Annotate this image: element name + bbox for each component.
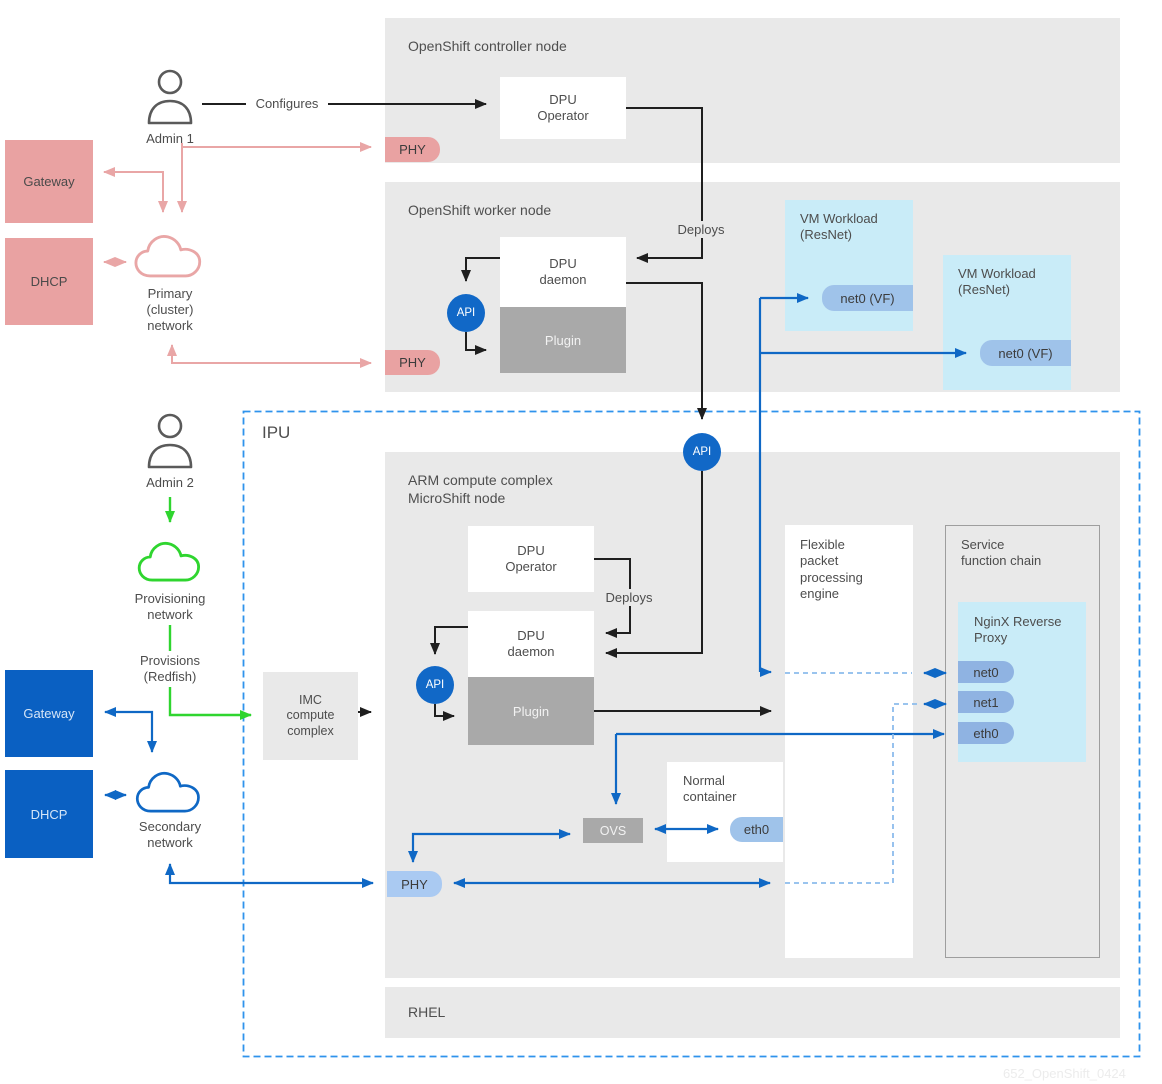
openshift-controller-node-box: OpenShift controller node DPU Operator P… bbox=[385, 18, 1120, 163]
secondary-phy-link bbox=[165, 863, 374, 888]
gateway-pink-box: Gateway bbox=[5, 140, 93, 223]
rhel-box: RHEL bbox=[385, 987, 1120, 1038]
imc-compute-complex-box: IMC compute complex bbox=[263, 672, 358, 760]
worker-node-title: OpenShift worker node bbox=[408, 202, 552, 218]
ovs-box: OVS bbox=[583, 818, 643, 843]
worker-dpu-daemon-box: DPU daemon bbox=[500, 237, 626, 307]
sfc-title: Service function chain bbox=[961, 537, 1042, 569]
arm-dpu-daemon-box: DPU daemon bbox=[468, 611, 594, 677]
secondary-network-icon bbox=[135, 771, 200, 813]
admin2-label: Admin 2 bbox=[146, 475, 194, 490]
watermark: 652_OpenShift_0424 bbox=[1003, 1066, 1126, 1081]
controller-dpu-operator-box: DPU Operator bbox=[500, 77, 626, 139]
ipu-label: IPU bbox=[262, 423, 291, 442]
deploys-label-arm: Deploys bbox=[600, 589, 658, 606]
primary-network-icon bbox=[134, 235, 202, 278]
vm-workload-2-title: VM Workload (ResNet) bbox=[958, 266, 1036, 298]
sfc-net0-tag: net0 bbox=[958, 661, 1014, 683]
sfc-eth0-tag: eth0 bbox=[958, 722, 1014, 744]
vm-workload-2-box: VM Workload (ResNet) net0 (VF) bbox=[943, 255, 1071, 390]
ipu-phy-tag: PHY bbox=[387, 871, 442, 897]
sfc-net1-tag: net1 bbox=[958, 691, 1014, 713]
arm-title: ARM compute complex MicroShift node bbox=[408, 472, 553, 506]
arm-compute-complex-box: ARM compute complex MicroShift node DPU … bbox=[385, 452, 1120, 978]
gateway-blue-box: Gateway bbox=[5, 670, 93, 757]
nginx-label: NginX Reverse Proxy bbox=[974, 614, 1062, 646]
ipu-api-circle: API bbox=[683, 433, 721, 471]
primary-network-label: Primary (cluster) network bbox=[146, 285, 194, 334]
arm-api-circle: API bbox=[416, 666, 454, 704]
admin2-icon bbox=[147, 413, 193, 469]
gateway-secondary-link bbox=[104, 707, 157, 753]
container-eth0-tag: eth0 bbox=[730, 817, 783, 842]
provisioning-network-icon bbox=[137, 541, 201, 582]
vm1-net0-vf-tag: net0 (VF) bbox=[822, 285, 913, 311]
rhel-label: RHEL bbox=[408, 1004, 446, 1020]
provisions-redfish-label: Provisions (Redfish) bbox=[116, 651, 224, 687]
nginx-reverse-proxy-box: NginX Reverse Proxy net0 net1 eth0 bbox=[958, 602, 1086, 762]
arm-plugin-box: Plugin bbox=[468, 677, 594, 745]
worker-api-circle: API bbox=[447, 294, 485, 332]
flexible-engine-label: Flexible packet processing engine bbox=[800, 537, 863, 601]
dhcp-blue-box: DHCP bbox=[5, 770, 93, 858]
normal-container-box: Normal container eth0 bbox=[667, 762, 783, 862]
primary-worker-phy-link bbox=[167, 344, 372, 368]
controller-phy-tag: PHY bbox=[385, 137, 440, 162]
controller-node-title: OpenShift controller node bbox=[408, 38, 567, 54]
provisioning-network-label: Provisioning network bbox=[116, 589, 224, 625]
vm2-net0-vf-tag: net0 (VF) bbox=[980, 340, 1071, 366]
secondary-network-label: Secondary network bbox=[138, 818, 202, 850]
admin1-label: Admin 1 bbox=[146, 131, 194, 146]
configures-label: Configures bbox=[246, 95, 328, 112]
flexible-engine-box: Flexible packet processing engine bbox=[785, 525, 913, 958]
vm-workload-1-box: VM Workload (ResNet) net0 (VF) bbox=[785, 200, 913, 331]
admin1-icon bbox=[147, 69, 193, 125]
openshift-worker-node-box: OpenShift worker node DPU daemon Plugin … bbox=[385, 182, 1120, 392]
service-function-chain-box: Service function chain NginX Reverse Pro… bbox=[945, 525, 1100, 958]
normal-container-title: Normal container bbox=[683, 773, 737, 805]
deploys-label-controller: Deploys bbox=[670, 221, 732, 238]
vm-workload-1-title: VM Workload (ResNet) bbox=[800, 211, 878, 243]
dhcp-pink-box: DHCP bbox=[5, 238, 93, 325]
worker-phy-tag: PHY bbox=[385, 350, 440, 375]
gateway-primary-link bbox=[103, 167, 168, 213]
arm-dpu-operator-box: DPU Operator bbox=[468, 526, 594, 592]
worker-plugin-box: Plugin bbox=[500, 307, 626, 373]
